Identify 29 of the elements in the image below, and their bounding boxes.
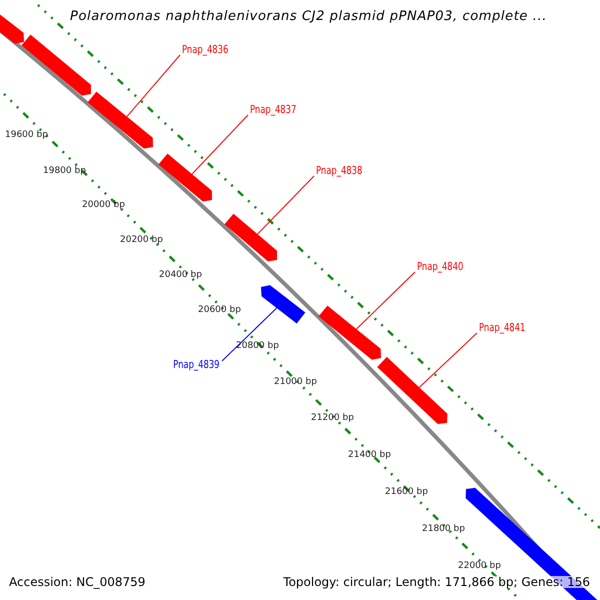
- leader-line: [418, 332, 478, 388]
- tick-label: 20200 bp: [120, 236, 163, 245]
- accession-text: Accession: NC_008759: [9, 576, 146, 588]
- gene-segment: [224, 214, 277, 262]
- gene-label: Pnap_4838: [316, 165, 362, 176]
- gene-label: Pnap_4841: [479, 322, 526, 333]
- summary-text: Topology: circular; Length: 171,866 bp; Genes: 156: [283, 576, 590, 588]
- leader-line: [192, 114, 248, 175]
- leader-line: [257, 176, 314, 235]
- gene-segment: [318, 306, 381, 360]
- leader-line: [222, 308, 278, 362]
- gene-segment: [158, 154, 212, 202]
- tick-label: 21600 bp: [385, 488, 428, 497]
- leader-line: [356, 272, 416, 330]
- tick-label: 19600 bp: [5, 131, 48, 140]
- gene-segment: [22, 34, 91, 96]
- gene-segment: [88, 92, 153, 149]
- gene-label: Pnap_4836: [182, 44, 228, 55]
- gene-label: Pnap_4840: [417, 261, 464, 272]
- diagram-title: Polaromonas naphthalenivorans CJ2 plasmid pPNAP03, complete ...: [70, 10, 547, 23]
- gene-segment: [261, 285, 306, 324]
- tick-label: 22000 bp: [458, 562, 501, 571]
- leader-line: [126, 54, 180, 118]
- gene-label: Pnap_4839: [173, 359, 220, 370]
- gene-label: Pnap_4837: [250, 104, 296, 115]
- tick-label: 20800 bp: [236, 342, 279, 351]
- gene-segment: [377, 356, 448, 424]
- tick-label: 21400 bp: [348, 451, 391, 460]
- tick-label: 20000 bp: [82, 201, 125, 210]
